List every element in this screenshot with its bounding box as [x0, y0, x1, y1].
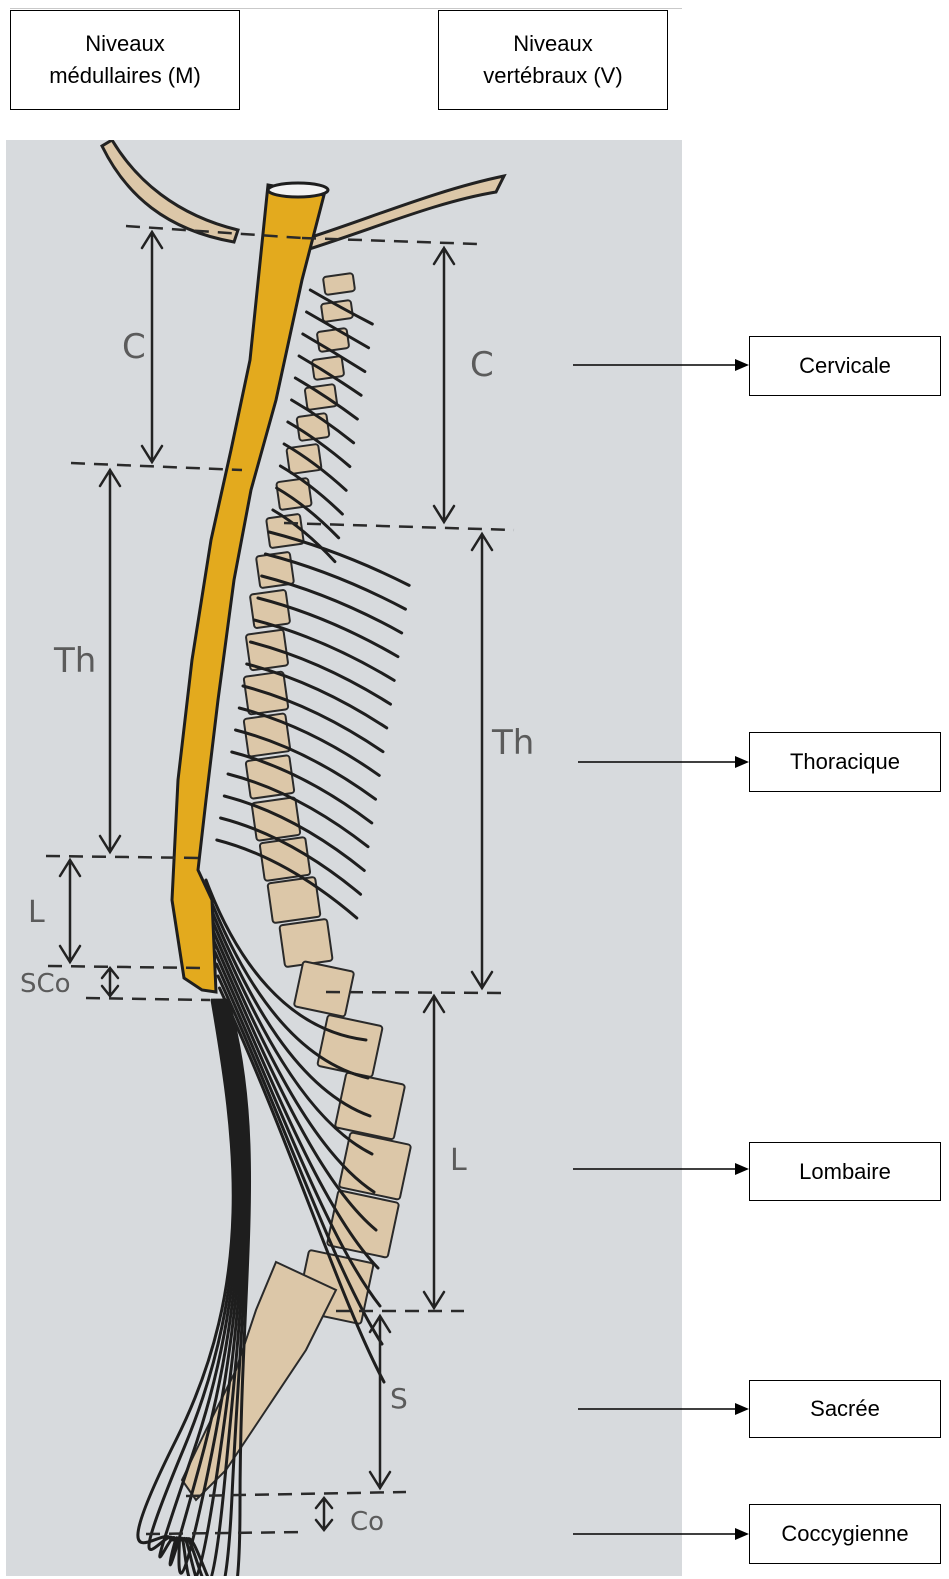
arrow-lombaire	[573, 1162, 749, 1176]
spinal-cord-top	[268, 183, 328, 197]
arrow-v-co	[316, 1498, 332, 1530]
arrow-cervicale	[573, 358, 749, 372]
vertebra	[246, 755, 295, 799]
vertebral-label-s: S	[390, 1382, 408, 1415]
medullary-label-c: C	[122, 327, 146, 367]
sacrum	[182, 1262, 336, 1500]
vertebral-label-c: C	[470, 345, 494, 385]
vertebra	[327, 1190, 399, 1258]
arrow-m-th	[100, 470, 120, 852]
vertebral-levels-header: Niveaux vertébraux (V)	[438, 10, 668, 110]
medullary-label-l: L	[28, 895, 45, 930]
arrow-coccygienne	[573, 1527, 749, 1541]
vertebra	[339, 1132, 411, 1200]
vertebra	[335, 1072, 405, 1139]
arrow-m-l	[60, 860, 80, 962]
arrow-v-s	[370, 1316, 390, 1488]
region-label-cervicale: Cervicale	[749, 336, 941, 396]
vertebra	[279, 919, 332, 967]
arrow-v-th	[472, 534, 492, 988]
medullary-levels-header: Niveaux médullaires (M)	[10, 10, 240, 110]
vertebra	[317, 1015, 383, 1078]
arrow-m-sco	[102, 968, 118, 996]
vertebra	[250, 590, 290, 629]
arrow-sacree	[573, 1402, 749, 1416]
region-label-sacree: Sacrée	[749, 1380, 941, 1438]
top-rule	[10, 8, 682, 9]
vertebra	[252, 797, 301, 841]
arrow-v-l	[424, 996, 444, 1308]
arrow-v-c	[434, 248, 454, 522]
medullary-label-sco: SCo	[20, 969, 71, 999]
vertebra	[323, 273, 355, 295]
arrow-thoracique	[573, 755, 749, 769]
left-clavicle	[102, 140, 238, 242]
vertebral-label-th: Th	[491, 723, 534, 763]
vertebral-label-l: L	[450, 1143, 467, 1178]
region-label-thoracique: Thoracique	[749, 732, 941, 792]
region-label-lombaire: Lombaire	[749, 1142, 941, 1201]
vertebral-column	[182, 273, 411, 1500]
vertebra	[317, 328, 349, 352]
medullary-label-th: Th	[53, 641, 96, 681]
spine-diagram: C Th L SCo C Th L S Co	[6, 140, 682, 1576]
region-label-coccygienne: Coccygienne	[749, 1504, 941, 1564]
spine-diagram-photo: C Th L SCo C Th L S Co	[6, 140, 682, 1576]
vertebral-label-co: Co	[350, 1507, 384, 1537]
vertebra	[294, 961, 354, 1017]
